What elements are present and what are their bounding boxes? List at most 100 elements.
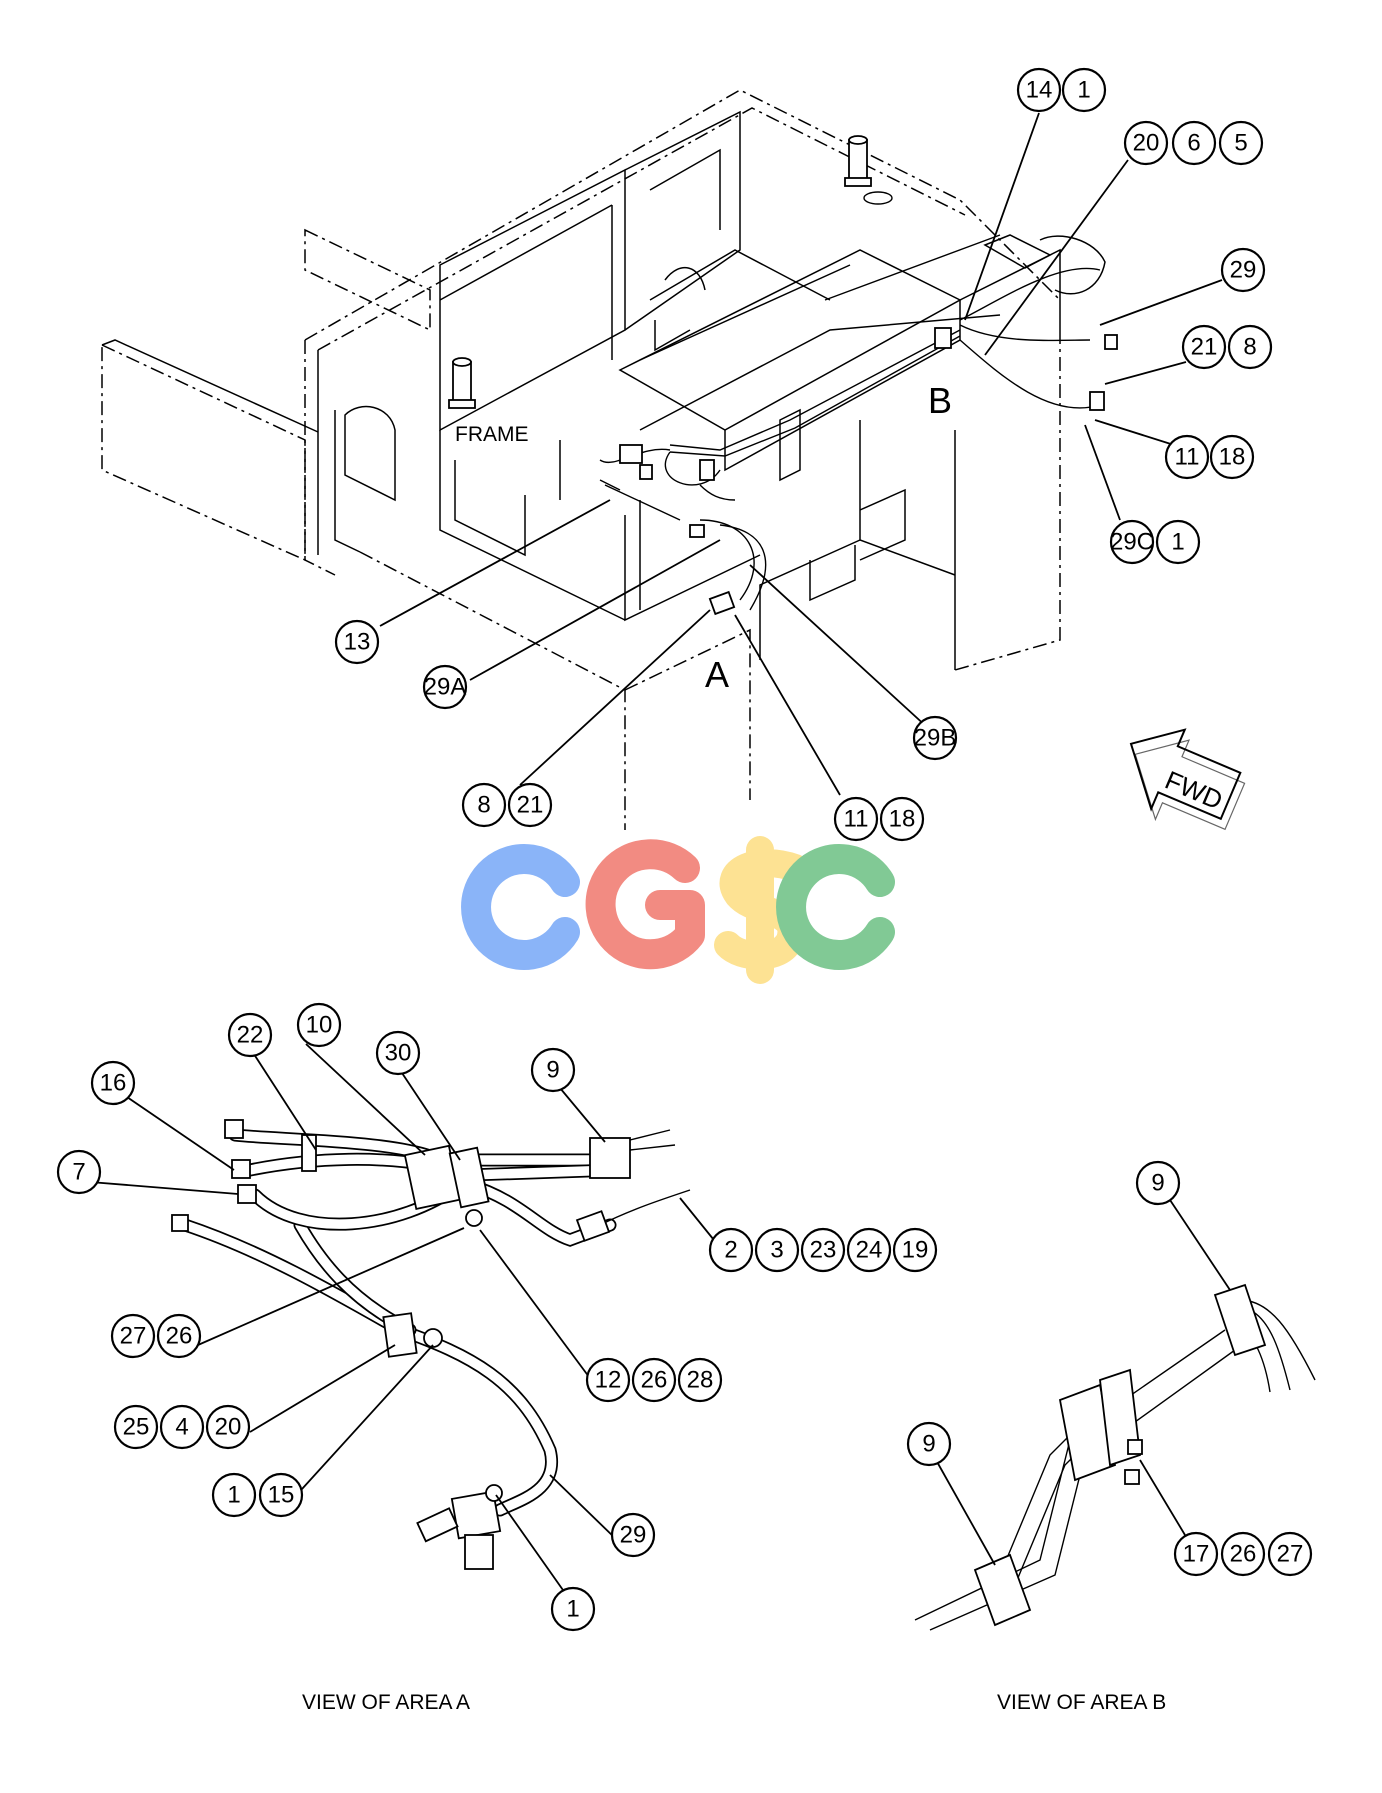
- callout-20: 20: [1123, 120, 1169, 166]
- svg-text:8: 8: [477, 792, 490, 819]
- callout-1: 1: [211, 1472, 257, 1518]
- svg-text:29: 29: [620, 1522, 647, 1549]
- area-a-label: A: [705, 654, 729, 695]
- callout-14: 14: [1016, 67, 1062, 113]
- callout-3: 3: [754, 1227, 800, 1273]
- svg-text:23: 23: [810, 1237, 837, 1264]
- svg-text:7: 7: [72, 1159, 85, 1186]
- svg-text:29C: 29C: [1110, 529, 1154, 556]
- callout-4: 4: [159, 1404, 205, 1450]
- frame-hole: [863, 191, 893, 205]
- svg-text:4: 4: [175, 1414, 188, 1441]
- callout-21: 21: [1181, 324, 1227, 370]
- fwd-arrow: FWD: [1129, 728, 1246, 831]
- svg-text:29A: 29A: [424, 674, 467, 701]
- callout-30: 30: [375, 1030, 421, 1076]
- svg-text:1: 1: [227, 1482, 240, 1509]
- callout-29c: 29C: [1109, 519, 1155, 565]
- svg-text:1: 1: [1171, 529, 1184, 556]
- svg-text:20: 20: [1133, 130, 1160, 157]
- callout-29a: 29A: [422, 664, 468, 710]
- svg-text:27: 27: [1277, 1541, 1304, 1568]
- callout-1b: 1: [550, 1586, 596, 1632]
- callout-27: 27: [1267, 1531, 1313, 1577]
- svg-text:15: 15: [268, 1482, 295, 1509]
- callout-9-lower: 9: [906, 1421, 952, 1467]
- callout-9: 9: [530, 1047, 576, 1093]
- svg-text:16: 16: [100, 1070, 127, 1097]
- post-left: [448, 357, 476, 409]
- svg-text:25: 25: [123, 1414, 150, 1441]
- callout-19: 19: [892, 1227, 938, 1273]
- callout-29: 29: [1220, 247, 1266, 293]
- svg-text:26: 26: [166, 1323, 193, 1350]
- area-a-assembly: [171, 1119, 691, 1570]
- svg-text:20: 20: [215, 1414, 242, 1441]
- callout-18: 18: [1209, 434, 1255, 480]
- callout-1: 1: [1061, 67, 1107, 113]
- callout-28: 28: [677, 1357, 723, 1403]
- callout-9-upper: 9: [1135, 1160, 1181, 1206]
- callout-6: 6: [1171, 120, 1217, 166]
- callout-23: 23: [800, 1227, 846, 1273]
- svg-text:26: 26: [641, 1367, 668, 1394]
- area-b-leaders: [935, 1199, 1231, 1566]
- callout-8: 8: [1227, 324, 1273, 370]
- callout-13: 13: [334, 619, 380, 665]
- area-a-leaders: [89, 1043, 723, 1601]
- callout-10: 10: [296, 1002, 342, 1048]
- frame-label: FRAME: [455, 423, 529, 446]
- svg-text:11: 11: [844, 806, 869, 833]
- callout-16: 16: [90, 1060, 136, 1106]
- callout-27: 27: [110, 1313, 156, 1359]
- svg-text:26: 26: [1230, 1541, 1257, 1568]
- area-b-label: B: [928, 380, 952, 421]
- callout-18b: 18: [879, 796, 925, 842]
- top-hose-routing: [599, 234, 1118, 616]
- svg-text:12: 12: [595, 1367, 622, 1394]
- svg-text:13: 13: [344, 629, 371, 656]
- frame-assembly: [101, 89, 1106, 830]
- svg-text:29: 29: [1230, 257, 1257, 284]
- svg-text:6: 6: [1187, 130, 1200, 157]
- post-right: [844, 135, 872, 187]
- callout-22: 22: [227, 1012, 273, 1058]
- svg-text:11: 11: [1175, 444, 1200, 471]
- svg-text:9: 9: [922, 1431, 935, 1458]
- callout-29: 29: [610, 1512, 656, 1558]
- svg-text:8: 8: [1243, 334, 1256, 361]
- top-leaders: [379, 112, 1223, 796]
- callout-7: 7: [56, 1149, 102, 1195]
- callout-12: 12: [585, 1357, 631, 1403]
- svg-text:2: 2: [724, 1237, 737, 1264]
- svg-text:1: 1: [566, 1596, 579, 1623]
- callout-24: 24: [846, 1227, 892, 1273]
- callout-8b: 8: [461, 782, 507, 828]
- svg-text:9: 9: [1151, 1170, 1164, 1197]
- svg-text:28: 28: [687, 1367, 714, 1394]
- callout-29b: 29B: [912, 715, 958, 761]
- callout-21b: 21: [507, 782, 553, 828]
- callout-26b: 26: [631, 1357, 677, 1403]
- svg-text:30: 30: [385, 1040, 412, 1067]
- area-b-assembly: [914, 1283, 1316, 1631]
- svg-text:9: 9: [546, 1057, 559, 1084]
- svg-text:5: 5: [1234, 130, 1247, 157]
- svg-text:1: 1: [1077, 77, 1090, 104]
- callout-11: 11: [1164, 434, 1210, 480]
- callout-26: 26: [156, 1313, 202, 1359]
- callout-5: 5: [1218, 120, 1264, 166]
- callout-20: 20: [205, 1404, 251, 1450]
- callout-1b: 1: [1155, 519, 1201, 565]
- callout-26: 26: [1220, 1531, 1266, 1577]
- svg-text:24: 24: [856, 1237, 883, 1264]
- svg-text:18: 18: [1219, 444, 1246, 471]
- svg-text:18: 18: [889, 806, 916, 833]
- svg-text:3: 3: [770, 1237, 783, 1264]
- svg-text:14: 14: [1026, 77, 1053, 104]
- callout-25: 25: [113, 1404, 159, 1450]
- view-a-caption: VIEW OF AREA A: [302, 1691, 470, 1714]
- svg-text:22: 22: [237, 1022, 264, 1049]
- svg-text:17: 17: [1183, 1541, 1210, 1568]
